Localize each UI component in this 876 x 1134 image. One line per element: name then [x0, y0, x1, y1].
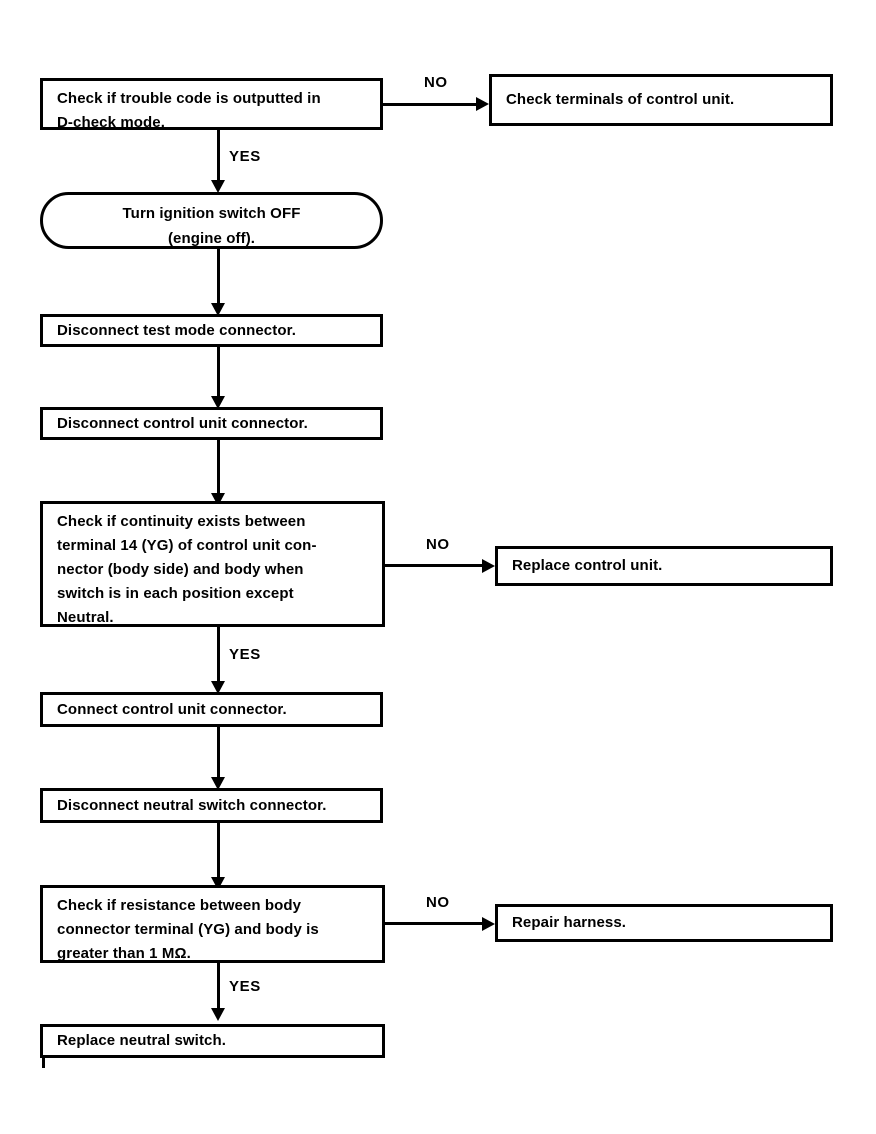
edge-ignition-to-testmode-arrowhead [211, 303, 225, 316]
node-disconnect-control-unit: Disconnect control unit connector. [40, 407, 383, 440]
edge-no-3-arrowhead [482, 917, 495, 931]
node-replace-control-unit-text: Replace control unit. [512, 557, 663, 574]
node-disconnect-control-unit-text: Disconnect control unit connector. [57, 414, 308, 432]
node-disconnect-neutral-switch: Disconnect neutral switch connector. [40, 788, 383, 823]
edge-no-2-arrowhead [482, 559, 495, 573]
node-check-trouble-code: Check if trouble code is outputted in D-… [40, 78, 383, 131]
edge-no-1-line [383, 103, 476, 106]
continuation-tick [42, 1058, 45, 1068]
edge-yes-1-arrowhead [211, 180, 225, 193]
edge-label-yes-2: YES [229, 646, 261, 663]
edge-controlunit-to-continuity-line [217, 440, 220, 501]
edge-label-no-3: NO [426, 894, 450, 911]
node-repair-harness: Repair harness. [495, 904, 833, 942]
edge-yes-2-arrowhead [211, 681, 225, 694]
edge-testmode-to-controlunit-arrowhead [211, 396, 225, 409]
edge-yes-3-line [217, 963, 220, 1013]
edge-label-no-2: NO [426, 536, 450, 553]
edge-yes-1-line [217, 130, 220, 187]
edge-yes-2-line [217, 627, 220, 689]
node-turn-ignition-off: Turn ignition switch OFF (engine off). [40, 192, 383, 249]
node-replace-neutral-switch-text: Replace neutral switch. [57, 1032, 227, 1049]
node-check-continuity: Check if continuity exists between termi… [40, 501, 385, 627]
edge-neutral-to-resistance-line [217, 823, 220, 885]
node-disconnect-test-mode: Disconnect test mode connector. [40, 314, 383, 347]
node-check-resistance: Check if resistance between body connect… [40, 885, 385, 963]
edge-yes-3-arrowhead [211, 1008, 225, 1021]
edge-ignition-to-testmode-line [217, 249, 220, 311]
node-disconnect-neutral-switch-text: Disconnect neutral switch connector. [57, 796, 327, 814]
node-check-terminals-text: Check terminals of control unit. [506, 91, 735, 108]
edge-connect-to-neutral-line [217, 727, 220, 785]
edge-no-1-arrowhead [476, 97, 489, 111]
node-replace-control-unit: Replace control unit. [495, 546, 833, 586]
edge-testmode-to-controlunit-line [217, 347, 220, 404]
edge-connect-to-neutral-arrowhead [211, 777, 225, 790]
node-connect-control-unit: Connect control unit connector. [40, 692, 383, 727]
edge-no-3-line [385, 922, 482, 925]
node-check-terminals: Check terminals of control unit. [489, 74, 833, 126]
node-disconnect-test-mode-text: Disconnect test mode connector. [57, 321, 296, 339]
node-repair-harness-text: Repair harness. [512, 914, 627, 931]
edge-label-yes-3: YES [229, 978, 261, 995]
node-connect-control-unit-text: Connect control unit connector. [57, 700, 287, 718]
node-replace-neutral-switch: Replace neutral switch. [40, 1024, 385, 1058]
edge-label-yes-1: YES [229, 148, 261, 165]
edge-label-no-1: NO [424, 74, 448, 91]
edge-no-2-line [385, 564, 482, 567]
